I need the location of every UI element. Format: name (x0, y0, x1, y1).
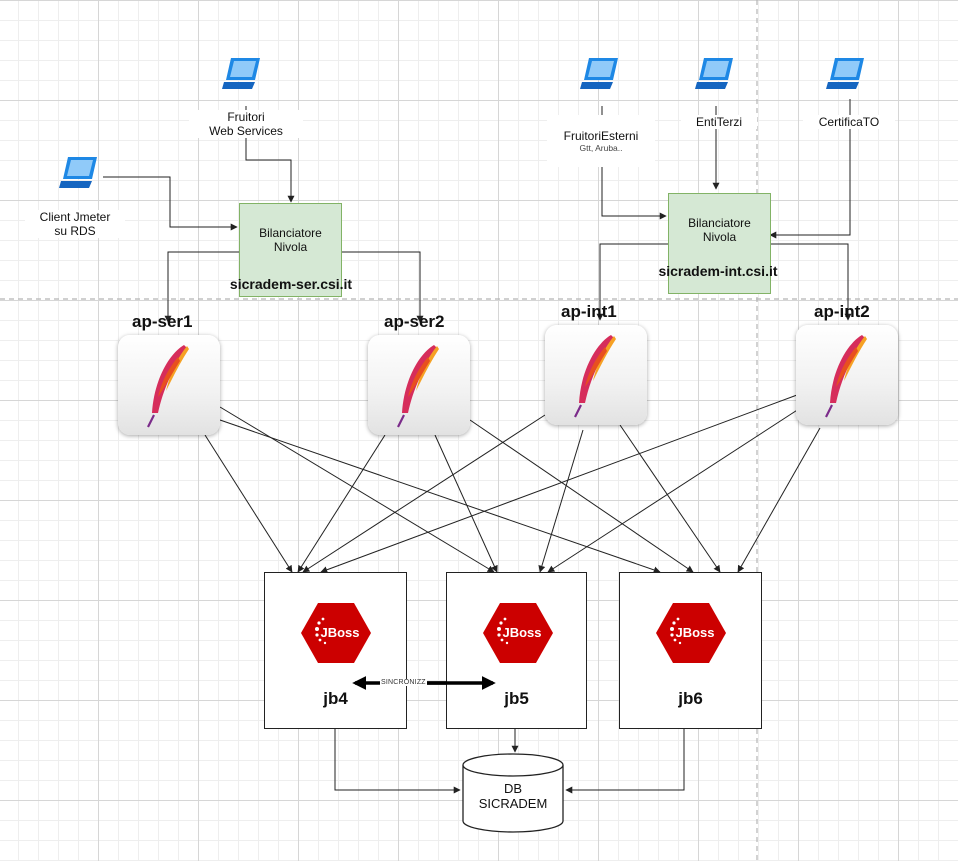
apache-label-ap-int1: ap-int1 (561, 302, 617, 321)
balancer-host: sicradem-ser.csi.it (229, 276, 353, 292)
jboss-logo-icon: JBoss (483, 603, 553, 663)
client-name: FruitoriEsterni (563, 129, 639, 143)
client-label-fruitori-web-services: Fruitori Web Services (189, 110, 303, 138)
jboss-logo-icon: JBoss (656, 603, 726, 663)
balancer-name: Bilanciatore Nivola (259, 226, 322, 254)
apache-node-ap-int2 (796, 325, 898, 425)
apache-node-ap-ser2 (368, 335, 470, 435)
apache-feather-icon (574, 335, 616, 418)
apache-feather-icon (147, 345, 189, 428)
sync-label: SINCRONIZZ (380, 679, 427, 686)
apache-node-ap-int1 (545, 325, 647, 425)
jboss-label: jb4 (323, 689, 348, 708)
jboss-node-jb5: JBoss jb5 (446, 572, 587, 729)
jboss-label: jb5 (504, 689, 529, 708)
client-label-jmeter: Client Jmeter su RDS (25, 210, 125, 238)
apache-feather-icon (825, 335, 867, 418)
laptop-icon (695, 58, 733, 89)
balancer-int: Bilanciatore Nivola (668, 193, 771, 294)
database-cylinder-icon (462, 753, 564, 833)
apache-feather-icon (397, 345, 439, 428)
jboss-logo-icon: JBoss (301, 603, 371, 663)
apache-node-ap-ser1 (118, 335, 220, 435)
apache-label-ap-ser1: ap-ser1 (132, 312, 193, 331)
client-label-certificato: CertificaTO (803, 115, 895, 129)
laptop-icon (222, 58, 260, 89)
balancer-host: sicradem-int.csi.it (658, 263, 778, 279)
jboss-node-jb4: JBoss jb4 (264, 572, 407, 729)
client-label-enti-terzi: EntiTerzi (681, 115, 757, 129)
jboss-logo-text: JBoss (675, 625, 714, 640)
apache-label-ap-int2: ap-int2 (814, 302, 870, 321)
client-sublabel: Gtt, Aruba.. (579, 143, 623, 153)
client-label-fruitori-esterni: FruitoriEsterni Gtt, Aruba.. (547, 115, 655, 167)
laptop-icon (580, 58, 618, 89)
jboss-logo-text: JBoss (502, 625, 541, 640)
apache-label-ap-ser2: ap-ser2 (384, 312, 445, 331)
database-label: DB SICRADEM (478, 781, 548, 811)
jboss-label: jb6 (678, 689, 703, 708)
laptop-icon (59, 157, 97, 188)
jboss-node-jb6: JBoss jb6 (619, 572, 762, 729)
laptop-icon (826, 58, 864, 89)
balancer-name: Bilanciatore Nivola (688, 216, 751, 244)
jboss-logo-text: JBoss (320, 625, 359, 640)
balancer-ser: Bilanciatore Nivola (239, 203, 342, 297)
